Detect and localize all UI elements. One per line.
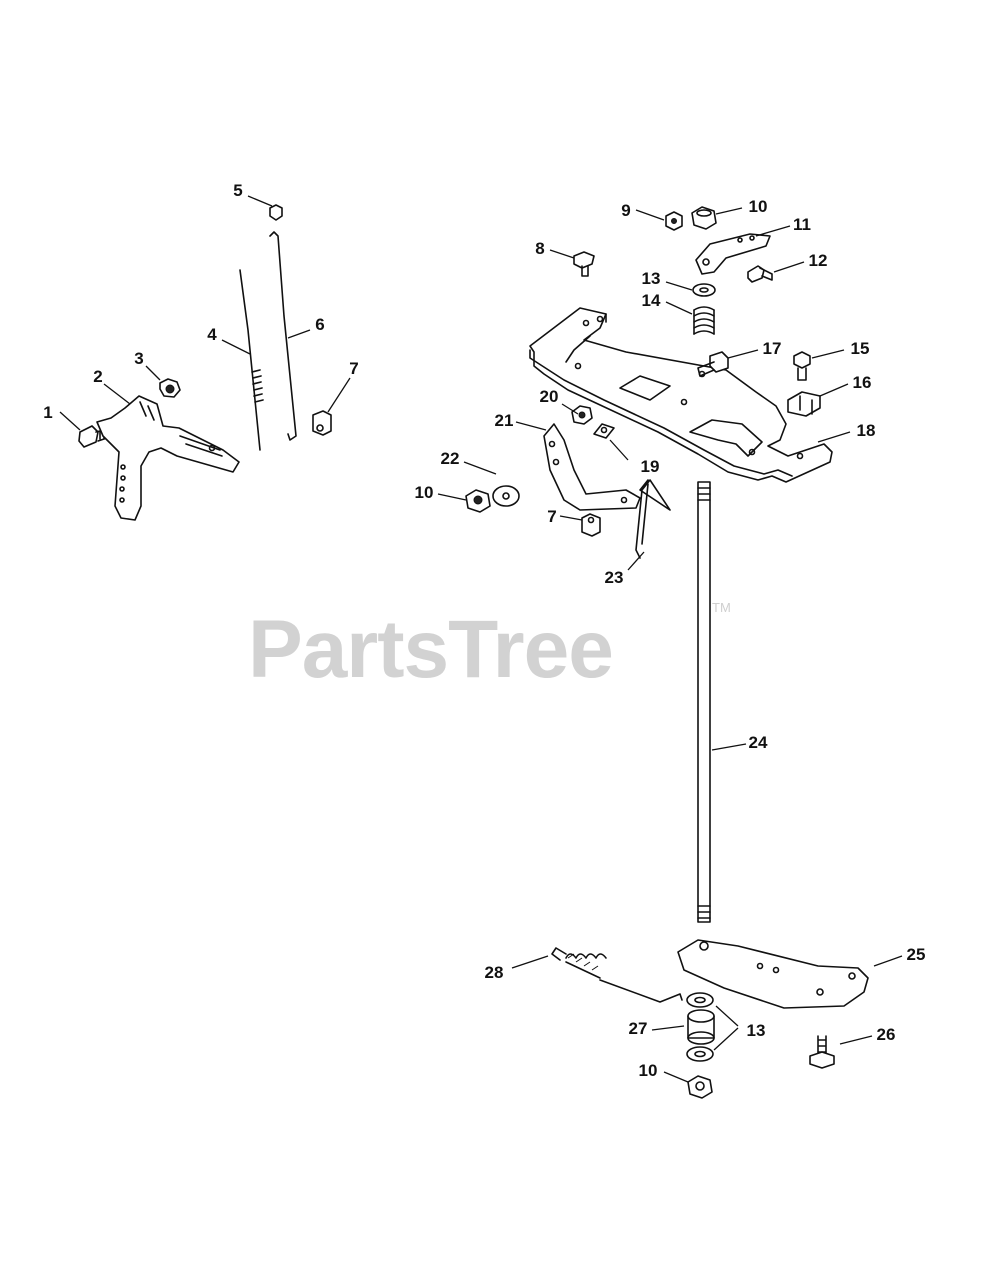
part-20-nut[interactable] <box>571 405 593 425</box>
part-12-screw[interactable] <box>747 265 773 283</box>
callout-28: 28 <box>485 963 504 982</box>
part-10-nut-bottom[interactable] <box>687 1075 713 1099</box>
part-15-screw[interactable] <box>793 351 811 381</box>
callout-2: 2 <box>93 367 102 386</box>
callout-10-mid: 10 <box>415 483 434 502</box>
part-9-nut[interactable] <box>665 211 683 231</box>
callout-16: 16 <box>853 373 872 392</box>
part-22-washer[interactable] <box>492 485 520 507</box>
callout-1: 1 <box>43 403 52 422</box>
callout-8: 8 <box>535 239 544 258</box>
leader-lines <box>59 195 903 1083</box>
callout-3: 3 <box>134 349 143 368</box>
watermark-trademark: TM <box>712 600 731 615</box>
part-5-nut[interactable] <box>269 204 283 221</box>
callout-13-top: 13 <box>642 269 661 288</box>
callout-17: 17 <box>763 339 782 358</box>
part-28-spring[interactable] <box>551 947 683 1003</box>
callout-18: 18 <box>857 421 876 440</box>
part-10-nut-mid[interactable] <box>465 489 491 513</box>
callout-6: 6 <box>315 315 324 334</box>
part-16-cable-clip[interactable] <box>787 391 821 417</box>
callout-10-bottom: 10 <box>639 1061 658 1080</box>
watermark-text: PartsTree <box>248 604 613 695</box>
part-7-clip-right[interactable] <box>581 513 601 537</box>
callout-26: 26 <box>877 1025 896 1044</box>
callout-4: 4 <box>207 325 217 344</box>
callout-23: 23 <box>605 568 624 587</box>
callout-12: 12 <box>809 251 828 270</box>
part-27-spacer[interactable] <box>687 1009 715 1045</box>
part-8-screw[interactable] <box>573 251 595 277</box>
callout-15: 15 <box>851 339 870 358</box>
callout-24: 24 <box>749 733 768 752</box>
part-13-washer-top[interactable] <box>692 283 716 297</box>
callout-19: 19 <box>641 457 660 476</box>
callout-27: 27 <box>629 1019 648 1038</box>
callout-14: 14 <box>642 291 661 310</box>
part-3-nut[interactable] <box>159 378 181 398</box>
part-4-governor-rod[interactable] <box>239 269 264 451</box>
part-7-clip-left[interactable] <box>312 410 332 436</box>
part-18-mounting-bracket[interactable] <box>529 307 833 483</box>
part-13-washer-lower-bottom[interactable] <box>686 1046 714 1062</box>
part-14-spring[interactable] <box>693 306 715 335</box>
callout-10-top: 10 <box>749 197 768 216</box>
part-17-shoulder-screw[interactable] <box>697 351 729 377</box>
callout-13-lower: 13 <box>747 1021 766 1040</box>
part-11-control-lever[interactable] <box>695 233 771 275</box>
part-25-lower-plate[interactable] <box>677 939 869 1009</box>
callout-7-left: 7 <box>349 359 358 378</box>
callout-5: 5 <box>233 181 242 200</box>
part-23-link-wire[interactable] <box>635 479 671 559</box>
part-2-control-bracket[interactable] <box>96 395 240 521</box>
callout-21: 21 <box>495 411 514 430</box>
callout-22: 22 <box>441 449 460 468</box>
part-19-square-washer[interactable] <box>593 423 615 439</box>
callout-9: 9 <box>621 201 630 220</box>
callout-20: 20 <box>540 387 559 406</box>
part-10-locknut-top[interactable] <box>691 206 717 230</box>
part-6-throttle-rod[interactable] <box>269 231 297 441</box>
part-26-screw[interactable] <box>809 1035 835 1069</box>
callout-7-right: 7 <box>547 507 556 526</box>
callout-25: 25 <box>907 945 926 964</box>
callout-11: 11 <box>793 215 811 234</box>
part-21-lever-plate[interactable] <box>543 423 641 511</box>
part-13-washer-lower-top[interactable] <box>686 992 714 1008</box>
part-24-long-rod[interactable] <box>697 481 711 923</box>
